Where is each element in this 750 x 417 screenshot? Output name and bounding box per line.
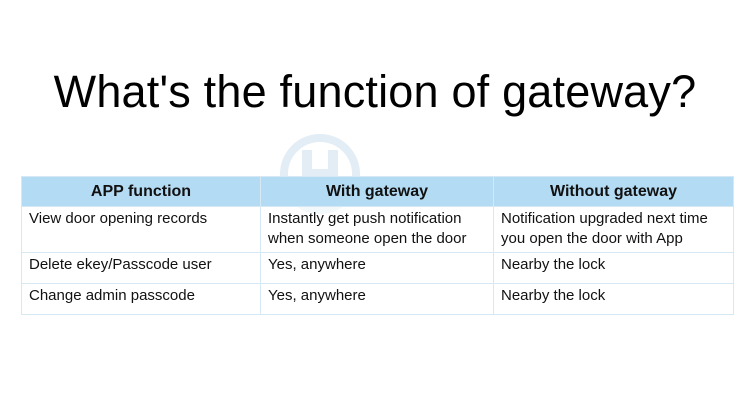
cell-without-gateway: Nearby the lock — [493, 252, 734, 284]
header-app-function: APP function — [21, 176, 261, 207]
cell-app-function: View door opening records — [21, 206, 261, 253]
cell-with-gateway: Yes, anywhere — [260, 252, 494, 284]
cell-without-gateway: Notification upgraded next time you open… — [493, 206, 734, 253]
cell-app-function: Change admin passcode — [21, 283, 261, 315]
gateway-function-table: APP function With gateway Without gatewa… — [21, 176, 734, 315]
cell-with-gateway: Yes, anywhere — [260, 283, 494, 315]
cell-with-gateway: Instantly get push notification when som… — [260, 206, 494, 253]
table-row: Delete ekey/Passcode user Yes, anywhere … — [21, 252, 734, 284]
table-row: View door opening records Instantly get … — [21, 206, 734, 253]
slide-title: What's the function of gateway? — [53, 66, 697, 117]
table-row: Change admin passcode Yes, anywhere Near… — [21, 283, 734, 315]
header-with-gateway: With gateway — [260, 176, 494, 207]
header-without-gateway: Without gateway — [493, 176, 734, 207]
cell-app-function: Delete ekey/Passcode user — [21, 252, 261, 284]
cell-without-gateway: Nearby the lock — [493, 283, 734, 315]
table-header-row: APP function With gateway Without gatewa… — [21, 176, 734, 207]
